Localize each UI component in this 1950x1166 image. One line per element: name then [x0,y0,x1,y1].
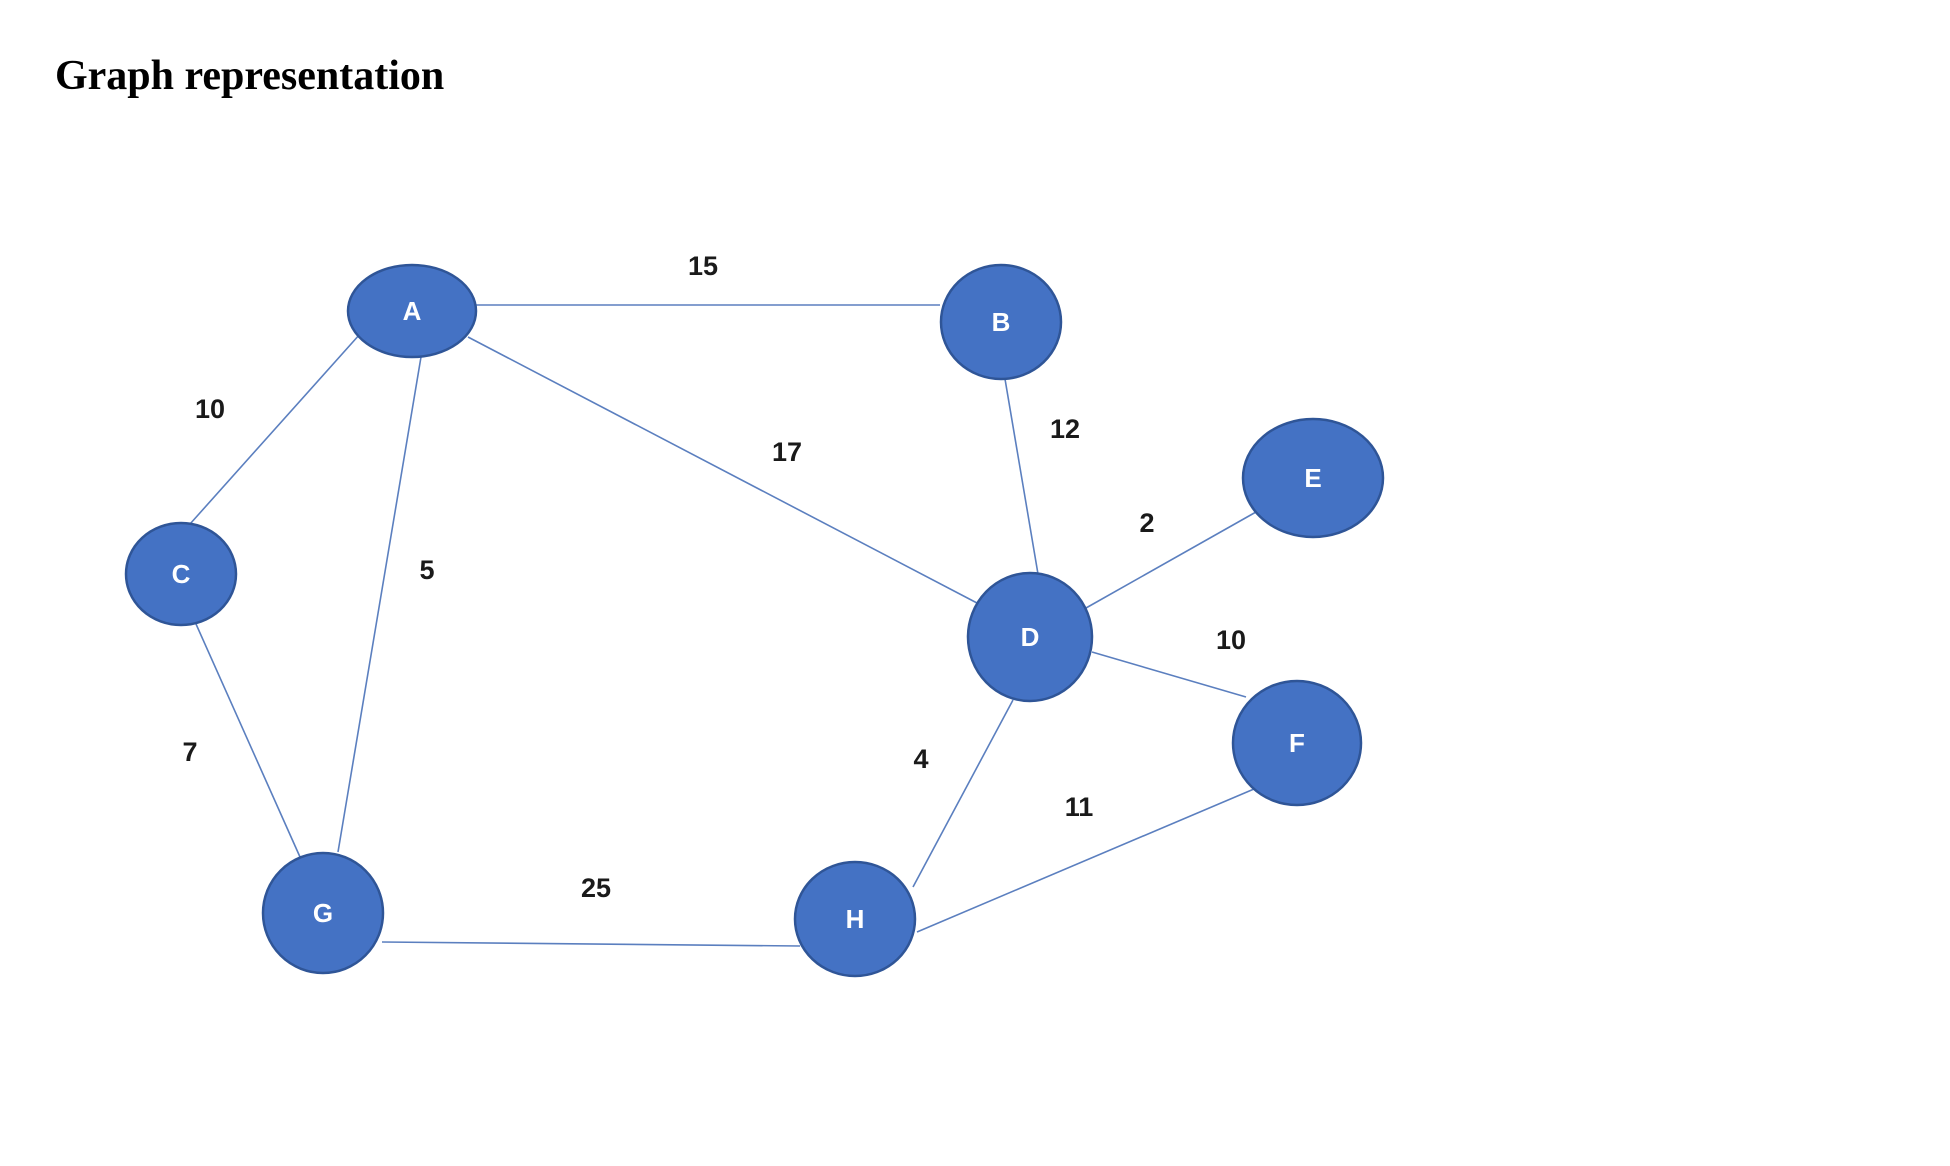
edge-g-h [381,941,801,947]
edge-d-h [912,699,1014,888]
edge-weight-g-h: 25 [581,873,611,903]
edge-a-c [189,333,361,525]
edge-weight-d-e: 2 [1139,508,1154,538]
node-circle-c [124,521,238,627]
edge-h-f [916,788,1255,933]
edge-weight-a-g: 5 [419,555,434,585]
edge-weight-a-b: 15 [688,251,718,281]
node-label-e: E [1304,463,1321,493]
edge-weight-a-c: 10 [195,394,225,424]
node-circle-g [261,851,385,975]
node-label-b: B [992,307,1011,337]
node-circle-f [1231,679,1363,807]
edges-layer [189,304,1257,947]
edge-d-f [1091,651,1247,698]
node-circle-b [939,263,1063,381]
weights-layer: 15 10 5 17 12 2 10 4 7 25 11 [182,251,1246,903]
node-label-a: A [403,296,422,326]
node-label-g: G [313,898,333,928]
edge-weight-h-f: 11 [1065,792,1094,822]
node-label-c: C [172,559,191,589]
node-a: A [346,263,478,359]
node-circle-e [1241,417,1385,539]
node-c: C [124,521,238,627]
node-b: B [939,263,1063,381]
edge-weight-a-d: 17 [772,437,802,467]
edge-b-d [1004,378,1039,575]
node-e: E [1241,417,1385,539]
node-g: G [261,851,385,975]
node-h: H [793,860,917,978]
page-title: Graph representation [55,53,445,99]
nodes-layer: A B C D E F G H [124,263,1385,978]
node-circle-a [346,263,478,359]
edge-a-d [467,336,978,604]
edge-d-e [1085,511,1257,609]
node-label-h: H [846,904,865,934]
edge-weight-d-h: 4 [913,744,928,774]
edge-weight-d-f: 10 [1216,625,1246,655]
node-label-f: F [1289,728,1305,758]
node-f: F [1231,679,1363,807]
edge-weight-c-g: 7 [182,737,197,767]
edge-a-g [337,356,422,853]
edge-weight-b-d: 12 [1050,414,1080,444]
node-circle-h [793,860,917,978]
node-circle-d [966,571,1094,703]
node-d: D [966,571,1094,703]
node-label-d: D [1021,622,1040,652]
edge-c-g [195,623,301,858]
